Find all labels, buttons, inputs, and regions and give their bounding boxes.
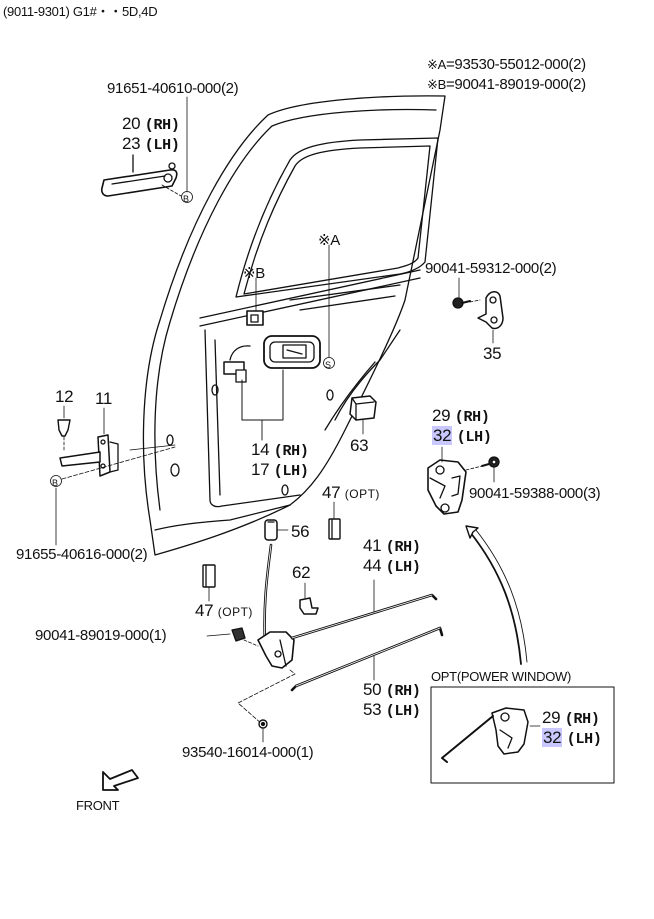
- callout-lower-rod-rh[interactable]: 50 (RH): [363, 680, 421, 700]
- circle-b-label-2: B: [52, 478, 58, 488]
- clip-12[interactable]: [57, 419, 71, 437]
- ref-b-label: ※B: [243, 265, 265, 282]
- callout-striker[interactable]: 35: [483, 344, 502, 363]
- callout-pad-left[interactable]: 47 (OPT): [195, 601, 253, 620]
- note-a: ※A=93530-55012-000(2): [427, 56, 586, 73]
- note-b-value: =90041-89019-000(2): [445, 76, 586, 93]
- inset-title: OPT(POWER WINDOW): [431, 669, 572, 684]
- callout-arrow: [465, 525, 528, 665]
- note-b: ※B=90041-89019-000(2): [427, 76, 586, 93]
- callout-upper-rod-lh[interactable]: 44 (LH): [363, 556, 421, 576]
- circle-b-marker: [181, 191, 193, 203]
- lock-screw[interactable]: [481, 456, 500, 468]
- lower-rod[interactable]: [290, 626, 444, 692]
- diagram-code: (9011-9301) G1#・・5D,4D: [3, 4, 158, 19]
- callout-lock-lh[interactable]: 32 (LH): [432, 426, 492, 446]
- lock-knob[interactable]: [264, 519, 278, 541]
- callout-inset-lock-lh[interactable]: 32 (LH): [542, 728, 602, 748]
- callout-outer-handle-lh[interactable]: 23 (LH): [122, 134, 180, 154]
- inner-handle-rod-end[interactable]: [223, 361, 247, 383]
- callout-inner-handle-lh[interactable]: 17 (LH): [251, 460, 309, 480]
- note-a-value: =93530-55012-000(2): [445, 56, 586, 73]
- circle-s-label: S: [325, 360, 331, 370]
- part-number-striker-screw[interactable]: 90041-59312-000(2): [425, 260, 557, 277]
- front-label: FRONT: [76, 798, 120, 813]
- circle-s-marker: [323, 357, 335, 369]
- door-panel: [142, 95, 446, 556]
- note-b-mark: ※B: [427, 77, 446, 92]
- inner-door-handle[interactable]: [263, 335, 321, 369]
- pad-47-left[interactable]: [202, 564, 216, 588]
- door-lock[interactable]: [427, 459, 467, 515]
- callout-cover[interactable]: 63: [350, 436, 369, 455]
- door-check[interactable]: [59, 434, 119, 477]
- lock-lever[interactable]: [257, 631, 295, 669]
- callout-door-check[interactable]: 11: [95, 389, 113, 408]
- pad-47-right[interactable]: [328, 518, 341, 540]
- door-striker[interactable]: [477, 291, 504, 330]
- clip-62[interactable]: [299, 597, 319, 615]
- callout-clip-62[interactable]: 62: [292, 563, 311, 582]
- nut[interactable]: [231, 627, 246, 642]
- callout-pad-right[interactable]: 47 (OPT): [322, 483, 380, 502]
- part-number-lock-screw[interactable]: 90041-59388-000(3): [469, 485, 601, 502]
- callout-lock-rh[interactable]: 29 (RH): [432, 406, 490, 426]
- part-number-nut[interactable]: 90041-89019-000(1): [35, 627, 167, 644]
- front-arrow-icon: [102, 769, 139, 791]
- part-number-handle-screw[interactable]: 91651-40610-000(2): [107, 80, 239, 97]
- callout-lower-rod-lh[interactable]: 53 (LH): [363, 700, 421, 720]
- circle-b-label: B: [183, 194, 189, 204]
- cover-63[interactable]: [349, 395, 377, 421]
- callout-inset-lock-rh[interactable]: 29 (RH): [542, 708, 600, 728]
- callout-knob[interactable]: 56: [291, 522, 310, 541]
- outer-door-handle[interactable]: [100, 162, 178, 197]
- part-number-bolt[interactable]: 93540-16014-000(1): [182, 744, 314, 761]
- callout-clip-12[interactable]: 12: [55, 387, 74, 406]
- striker-screw[interactable]: [452, 297, 471, 309]
- inset-frame: [430, 686, 615, 784]
- clip-b[interactable]: [246, 310, 264, 326]
- callout-upper-rod-rh[interactable]: 41 (RH): [363, 536, 421, 556]
- upper-rod[interactable]: [290, 593, 438, 640]
- note-a-mark: ※A: [427, 57, 446, 72]
- ref-a-label: ※A: [318, 232, 340, 249]
- circle-b-marker: [50, 475, 62, 487]
- callout-outer-handle-rh[interactable]: 20 (RH): [122, 114, 180, 134]
- part-number-check-bolt[interactable]: 91655-40616-000(2): [16, 546, 148, 563]
- bolt[interactable]: [258, 719, 268, 729]
- power-window-lock[interactable]: [441, 707, 529, 763]
- callout-inner-handle-rh[interactable]: 14 (RH): [251, 440, 309, 460]
